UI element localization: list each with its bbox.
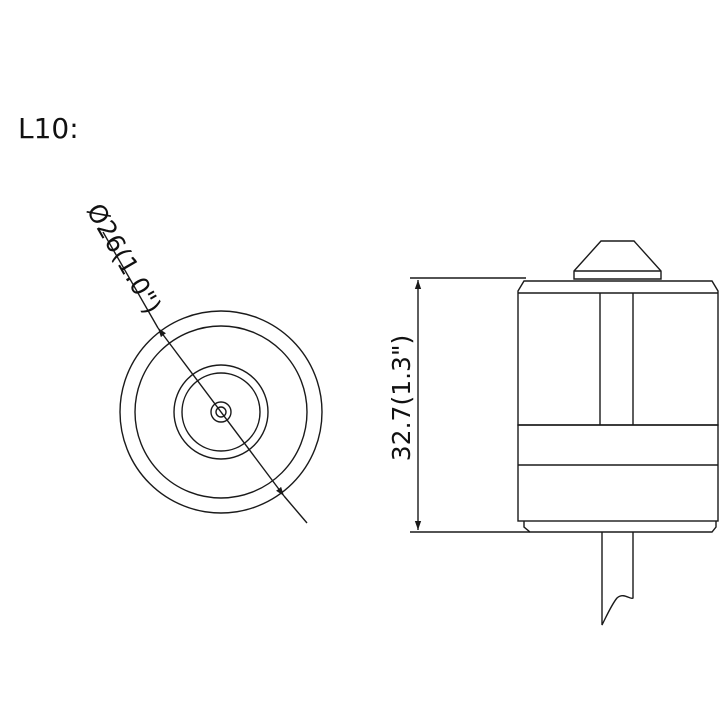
bezel-ring xyxy=(134,325,308,499)
front-view xyxy=(102,231,323,524)
model-label: L10: xyxy=(18,112,79,145)
upper-body xyxy=(517,280,719,426)
height-label: 32.7(1.3") xyxy=(387,335,416,461)
side-view xyxy=(410,240,719,626)
diameter-label: Ø26(1.0") xyxy=(81,199,167,319)
outer-rim xyxy=(119,310,323,514)
diameter-leader-upper xyxy=(102,231,159,329)
diameter-leader-lower xyxy=(283,495,308,524)
diameter-dimension-line xyxy=(157,327,285,497)
base-flange xyxy=(523,521,717,533)
cable xyxy=(601,532,634,626)
pinhole-cone xyxy=(573,240,662,280)
lower-body xyxy=(517,424,719,522)
